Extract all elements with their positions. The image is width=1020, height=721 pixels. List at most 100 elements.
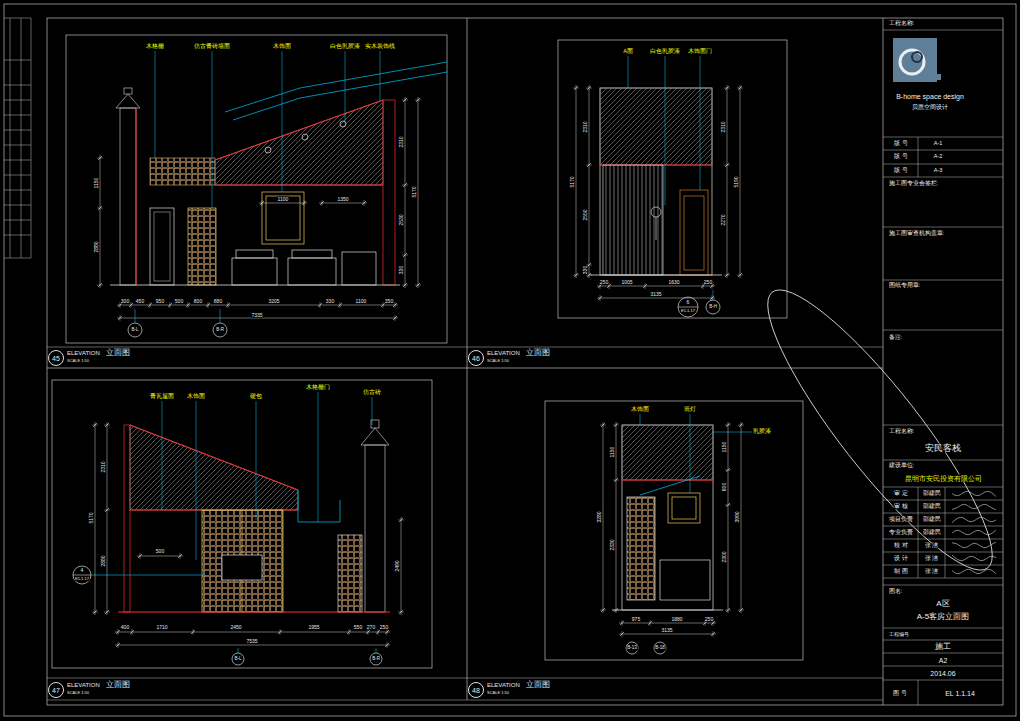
dimension-text: 1100 — [277, 197, 289, 202]
callout-number: B-18 — [655, 646, 666, 651]
title-block-text: A-1 — [933, 141, 943, 147]
dimension-text: 1880 — [671, 617, 683, 622]
title-block-text: 贝恩空间设计 — [912, 104, 949, 110]
extension-line — [97, 158, 103, 159]
roof-outline — [225, 62, 447, 112]
lattice-door — [188, 208, 216, 285]
picture-frame — [262, 192, 304, 244]
title-block-line — [883, 460, 1003, 461]
callout-circle — [654, 642, 666, 654]
leader-line — [318, 392, 319, 522]
dimension-text: 2300 — [722, 551, 727, 563]
leader-line — [91, 575, 205, 576]
bed — [288, 258, 336, 285]
leader-note: 木饰面门 — [688, 49, 713, 55]
dimension-text: 500 — [155, 549, 164, 554]
dimension-text: 2310 — [721, 121, 726, 133]
leader-line — [162, 401, 163, 510]
extension-line — [395, 315, 396, 321]
dimension-line — [576, 85, 577, 278]
title-block-line — [883, 653, 1003, 654]
sign-strip-line — [4, 145, 31, 146]
title-block-text: EL 1.1.14 — [945, 689, 976, 696]
ceiling-line — [622, 480, 713, 481]
beam-outline — [298, 490, 340, 522]
dimension-text: 7335 — [251, 313, 263, 318]
leader-line — [212, 51, 213, 208]
dimension-line — [728, 422, 729, 613]
callout-circle — [678, 297, 698, 317]
extension-line — [724, 275, 730, 276]
signature — [952, 517, 996, 522]
dimension-text: 880 — [213, 299, 222, 304]
callout-number: B-R — [372, 657, 381, 662]
view-scale: SCALE 1:50 — [487, 691, 509, 695]
dimension-text: 2450 — [230, 625, 242, 630]
ceiling-section — [600, 88, 712, 165]
ceiling-line — [215, 185, 383, 186]
logo-mark — [893, 38, 937, 82]
view-divider — [47, 368, 883, 369]
roof-section — [130, 425, 298, 510]
door — [150, 208, 174, 285]
view-title-panel: 46ELEVATION立面图SCALE 1:50 — [467, 18, 883, 368]
title-block-text: 版 号 — [894, 141, 909, 147]
extension-line — [118, 629, 119, 635]
title-block-text: 张 洁 — [924, 569, 939, 575]
pillar-cap — [361, 428, 389, 445]
extension-line — [725, 470, 731, 471]
extension-line — [402, 285, 408, 286]
title-block-text: A区 — [936, 600, 950, 608]
dimension-text: 2310 — [583, 121, 588, 133]
extension-line — [573, 275, 579, 276]
roof-line — [130, 425, 298, 490]
extension-line — [586, 88, 592, 89]
view-title-cn: 立面图 — [106, 681, 130, 689]
leader-line — [640, 414, 641, 425]
extension-line — [573, 88, 579, 89]
title-block-text: 建设单位: — [888, 463, 915, 469]
logo-swirl — [912, 52, 922, 62]
extension-line — [387, 629, 388, 635]
callout-circle — [370, 653, 382, 665]
dimension-text: 3135 — [661, 628, 673, 633]
extension-line — [180, 553, 181, 559]
title-block-line — [883, 137, 1003, 138]
extension-line — [738, 610, 744, 611]
title-block-text: 工程编号 — [888, 632, 909, 637]
extension-line — [349, 629, 350, 635]
dimension-text: 2550 — [583, 209, 588, 221]
callout-circle — [128, 323, 142, 337]
hand-drawn-loop — [741, 267, 1020, 592]
dimension-text: 1150 — [722, 441, 727, 453]
callout-split — [73, 575, 91, 576]
logo-swirl — [900, 50, 924, 74]
leader-line — [713, 432, 752, 433]
title-block-text: 邵建民 — [922, 504, 941, 510]
extension-line — [725, 425, 731, 426]
spotlight — [265, 147, 271, 153]
sign-strip-line — [31, 18, 32, 258]
sign-strip-line — [4, 235, 31, 236]
title-block-text: 工程名称: — [888, 21, 915, 27]
sign-strip-line — [4, 258, 31, 259]
dimension-line — [418, 97, 419, 288]
title-block-line — [883, 585, 1003, 586]
callout-number: B-L — [131, 328, 139, 333]
callout-number: E1.1.17 — [681, 309, 696, 313]
title-block-text: 工程名称: — [888, 429, 915, 435]
view-title: ELEVATION — [67, 350, 100, 356]
room-outline — [622, 425, 713, 610]
title-block-line — [883, 680, 1003, 681]
title-block-text: 图名: — [888, 589, 903, 595]
dimension-text: 975 — [631, 617, 640, 622]
title-block-line — [883, 578, 1003, 579]
leader-note: 乳胶漆 — [753, 429, 772, 435]
sign-strip-line — [4, 100, 31, 101]
floor-line — [118, 612, 390, 613]
dimension-text: 1150 — [94, 177, 99, 189]
view-number: 45 — [48, 350, 64, 366]
title-block-text: 项目负责 — [889, 517, 914, 523]
signature — [952, 542, 996, 548]
leader-note: 实木装饰线 — [365, 44, 396, 50]
